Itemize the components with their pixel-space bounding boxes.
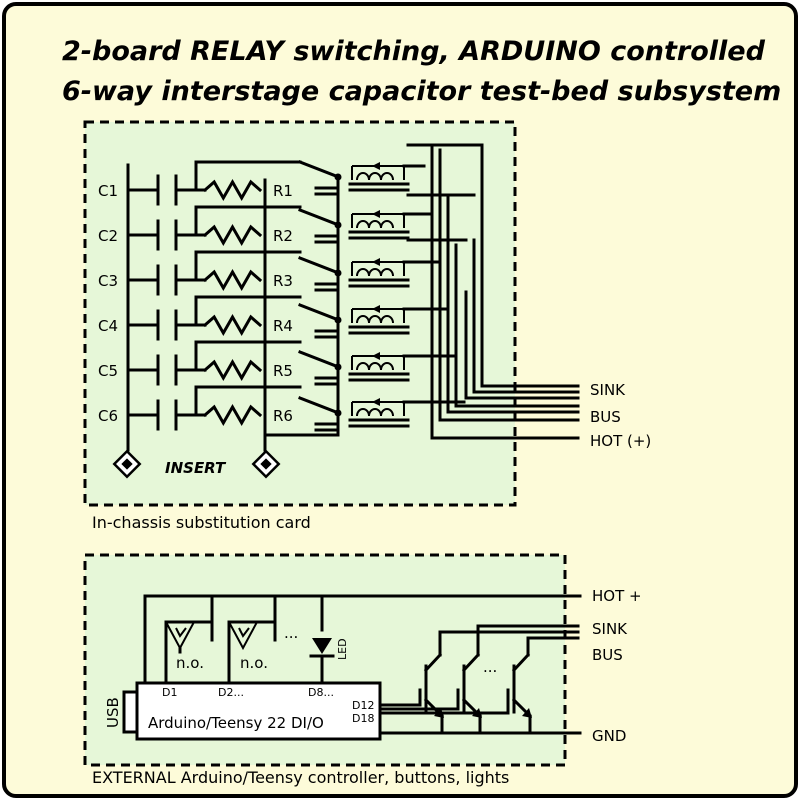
capacitor-label: C3 <box>98 272 118 290</box>
relay-diode-icon <box>372 398 380 406</box>
transistor-icon <box>378 643 533 735</box>
capacitor-label: C2 <box>98 227 118 245</box>
transistor-collector <box>423 652 443 673</box>
relay-2 <box>298 208 410 244</box>
relay-contact-arm <box>298 303 338 321</box>
relay-diode-icon <box>372 162 380 170</box>
resistor-icon <box>202 268 263 292</box>
branch-3: C3 R3 <box>98 250 302 296</box>
mcu-board <box>135 681 382 741</box>
resistor-label: R5 <box>273 362 293 380</box>
button-2-label: n.o. <box>240 654 268 672</box>
button-ellipsis: ... <box>284 624 298 642</box>
relay-5 <box>298 350 410 386</box>
usb-connector[interactable] <box>122 690 139 734</box>
relay-3 <box>298 256 410 292</box>
capacitor-label: C4 <box>98 317 118 335</box>
relay-6 <box>298 396 410 432</box>
driver-ellipsis: ... <box>483 658 497 676</box>
pin-d2-label: D2... <box>218 686 244 699</box>
controller-card-caption: EXTERNAL Arduino/Teensy controller, butt… <box>92 768 509 787</box>
relay-coil-icon <box>351 398 405 417</box>
relay-coil-icon <box>351 258 405 277</box>
relay-coil-icon <box>351 305 405 324</box>
title-line-2: 6-way interstage capacitor test-bed subs… <box>62 76 781 107</box>
transistor-collector <box>461 652 481 673</box>
pin-d8-label: D8... <box>308 686 334 699</box>
relay-contact-arm <box>298 350 338 368</box>
insert-terminal-left <box>112 449 142 479</box>
relay-diode-icon <box>372 305 380 313</box>
resistor-label: R6 <box>273 407 293 425</box>
pin-d18-label: D18 <box>352 712 374 725</box>
branch-1: C1 R1 <box>98 160 302 206</box>
output-hot-label: HOT (+) <box>590 432 651 450</box>
capacitor-label: C5 <box>98 362 118 380</box>
insert-label: INSERT <box>165 459 227 477</box>
transistor-collector <box>511 652 531 673</box>
branch-4: C4 R4 <box>98 295 302 341</box>
branch-6: C6 R6 <box>98 385 302 431</box>
relay-diode-icon <box>372 210 380 218</box>
resistor-label: R4 <box>273 317 293 335</box>
resistor-icon <box>202 358 263 382</box>
resistor-label: R1 <box>273 182 293 200</box>
rail-sink-label: SINK <box>592 620 628 638</box>
substitution-card-caption: In-chassis substitution card <box>92 513 311 532</box>
relay-4 <box>298 303 410 339</box>
pin-d1-label: D1 <box>162 686 177 699</box>
output-sink-label: SINK <box>590 381 626 399</box>
branch-5: C5 R5 <box>98 340 302 386</box>
relay-contact-arm <box>298 256 338 274</box>
capacitor-label: C6 <box>98 407 118 425</box>
relay-coil-icon <box>351 162 405 181</box>
pin-d12-label: D12 <box>352 699 374 712</box>
substitution-card-outline <box>83 120 517 507</box>
led-label: LED <box>336 638 349 660</box>
resistor-icon <box>202 403 263 427</box>
relay-1 <box>298 160 410 196</box>
resistor-icon <box>202 223 263 247</box>
rail-gnd-label: GND <box>592 727 626 745</box>
relay-diode-icon <box>372 352 380 360</box>
button-1-label: n.o. <box>176 654 204 672</box>
rail-bus-label: BUS <box>592 646 623 664</box>
relay-contact-arm <box>298 208 338 226</box>
usb-label: USB <box>104 697 122 728</box>
relay-contact-arm <box>298 396 338 414</box>
relay-coil-icon <box>351 352 405 371</box>
relay-diode-icon <box>372 258 380 266</box>
pushbutton-icon <box>227 620 277 685</box>
mcu-label: Arduino/Teensy 22 DI/O <box>148 714 324 732</box>
resistor-label: R3 <box>273 272 293 290</box>
relay-array <box>263 160 410 437</box>
rail-hot-label: HOT + <box>592 587 642 605</box>
resistor-icon <box>202 313 263 337</box>
resistor-label: R2 <box>273 227 293 245</box>
insert-terminal-right <box>251 449 281 479</box>
output-bus-label: BUS <box>590 408 621 426</box>
capacitor-label: C1 <box>98 182 118 200</box>
branch-2: C2 R2 <box>98 205 302 251</box>
title-line-1: 2-board RELAY switching, ARDUINO control… <box>62 36 766 67</box>
relay-coil-icon <box>351 210 405 229</box>
pushbutton-icon <box>164 620 214 685</box>
resistor-icon <box>202 178 263 202</box>
led-icon <box>309 638 335 685</box>
controller-card: n.o. n.o. ... LED USB Arduino/Teensy 22 … <box>83 553 642 787</box>
transistor-drivers <box>378 624 580 735</box>
relay-contact-arm <box>298 160 338 178</box>
output-wires <box>402 143 580 440</box>
